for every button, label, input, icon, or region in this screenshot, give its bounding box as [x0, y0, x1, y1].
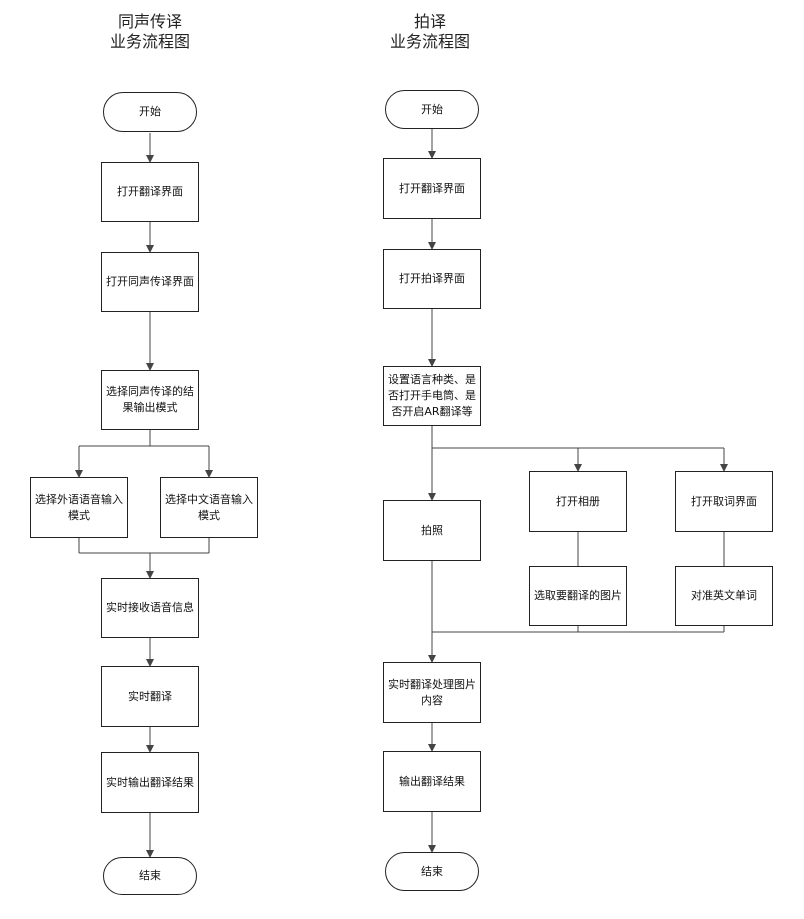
left-select-output-mode-label: 选择同声传译的结果输出模式 [106, 385, 194, 414]
right-title: 拍译 业务流程图 [370, 12, 490, 52]
right-open-translate-node: 打开翻译界面 [383, 158, 481, 219]
right-output-result-label: 输出翻译结果 [399, 774, 465, 788]
right-end-label: 结束 [421, 864, 443, 878]
right-select-picture-label: 选取要翻译的图片 [534, 589, 622, 602]
left-chinese-voice-mode-node: 选择中文语音输入模式 [160, 477, 258, 538]
right-open-photo-node: 打开拍译界面 [383, 249, 481, 309]
left-foreign-voice-mode-label: 选择外语语音输入模式 [35, 492, 123, 522]
left-foreign-voice-mode-node: 选择外语语音输入模式 [30, 477, 128, 538]
left-chinese-voice-mode-label: 选择中文语音输入模式 [165, 492, 253, 522]
left-receive-voice-node: 实时接收语音信息 [101, 578, 199, 638]
right-title-line2: 业务流程图 [389, 32, 470, 51]
left-open-simul-label: 打开同声传译界面 [106, 275, 194, 288]
left-end-label: 结束 [139, 869, 161, 882]
left-realtime-translate-label: 实时翻译 [128, 689, 172, 703]
left-open-simul-node: 打开同声传译界面 [101, 252, 199, 312]
right-align-word-label: 对准英文单词 [691, 589, 757, 602]
right-select-picture-node: 选取要翻译的图片 [529, 566, 627, 626]
right-settings-label: 设置语言种类、是否打开手电筒、是否开启AR翻译等 [388, 373, 476, 418]
left-title-line2: 业务流程图 [109, 32, 190, 51]
right-open-translate-label: 打开翻译界面 [399, 181, 465, 195]
right-take-photo-node: 拍照 [383, 500, 481, 561]
right-settings-node: 设置语言种类、是否打开手电筒、是否开启AR翻译等 [383, 366, 481, 426]
left-select-output-mode-node: 选择同声传译的结果输出模式 [101, 370, 199, 430]
right-open-photo-label: 打开拍译界面 [399, 272, 465, 285]
left-start-node: 开始 [103, 92, 197, 132]
right-align-word-node: 对准英文单词 [675, 566, 773, 626]
right-take-photo-label: 拍照 [421, 523, 443, 537]
left-title-line1: 同声传译 [117, 12, 182, 31]
left-receive-voice-label: 实时接收语音信息 [106, 601, 194, 614]
left-start-label: 开始 [139, 105, 161, 118]
right-open-word-pick-node: 打开取词界面 [675, 471, 773, 532]
right-start-node: 开始 [385, 90, 479, 129]
right-process-picture-node: 实时翻译处理图片内容 [383, 662, 481, 723]
right-end-node: 结束 [385, 852, 479, 891]
right-open-word-pick-label: 打开取词界面 [691, 494, 757, 508]
right-open-album-node: 打开相册 [529, 471, 627, 532]
right-start-label: 开始 [421, 102, 443, 116]
left-title: 同声传译 业务流程图 [90, 12, 210, 52]
left-output-result-node: 实时输出翻译结果 [101, 752, 199, 813]
right-title-line1: 拍译 [413, 12, 446, 31]
right-output-result-node: 输出翻译结果 [383, 751, 481, 812]
left-end-node: 结束 [103, 857, 197, 895]
left-realtime-translate-node: 实时翻译 [101, 666, 199, 727]
left-output-result-label: 实时输出翻译结果 [106, 775, 194, 789]
right-process-picture-label: 实时翻译处理图片内容 [388, 677, 476, 707]
left-open-translate-node: 打开翻译界面 [101, 162, 199, 222]
right-open-album-label: 打开相册 [556, 494, 600, 508]
left-open-translate-label: 打开翻译界面 [117, 185, 183, 198]
